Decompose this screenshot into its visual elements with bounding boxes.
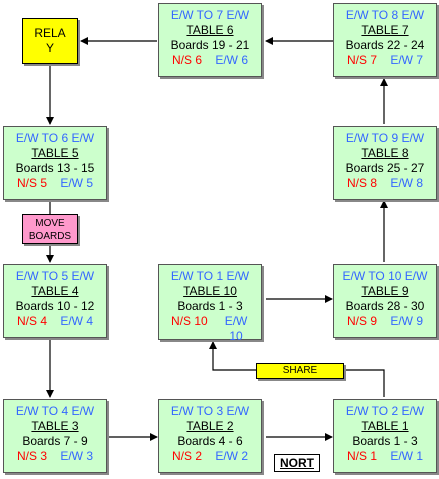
table-6-boards: Boards 19 - 21 bbox=[170, 38, 250, 52]
table-5-ew: E/W 5 bbox=[60, 176, 94, 190]
table-5-name: TABLE 5 bbox=[31, 146, 79, 160]
relay-box: RELA Y bbox=[22, 18, 78, 64]
share-box: SHARE bbox=[256, 363, 344, 379]
table-7-name: TABLE 7 bbox=[361, 23, 409, 37]
table-10-movement: E/W TO 1 E/W bbox=[170, 269, 250, 283]
table-3-box: E/W TO 4 E/W TABLE 3 Boards 7 - 9 N/S 3 … bbox=[3, 399, 107, 473]
table-3-ns: N/S 3 bbox=[16, 449, 47, 463]
table-5-ns: N/S 5 bbox=[16, 176, 47, 190]
share-label: SHARE bbox=[282, 365, 318, 376]
table-7-ns: N/S 7 bbox=[346, 53, 377, 67]
table-8-box: E/W TO 9 E/W TABLE 8 Boards 25 - 27 N/S … bbox=[333, 126, 437, 200]
table-9-box: E/W TO 10 E/W TABLE 9 Boards 28 - 30 N/S… bbox=[333, 264, 437, 338]
table-7-ew: E/W 7 bbox=[390, 53, 424, 67]
table-8-name: TABLE 8 bbox=[361, 146, 409, 160]
table-8-ew: E/W 8 bbox=[390, 176, 424, 190]
table-5-boards: Boards 13 - 15 bbox=[15, 161, 95, 175]
table-9-movement: E/W TO 10 E/W bbox=[342, 269, 428, 283]
table-3-ew: E/W 3 bbox=[60, 449, 94, 463]
table-4-box: E/W TO 5 E/W TABLE 4 Boards 10 - 12 N/S … bbox=[3, 264, 107, 338]
move-boards-box: MOVE BOARDS bbox=[22, 214, 78, 244]
table-10-box: E/W TO 1 E/W TABLE 10 Boards 1 - 3 N/S 1… bbox=[158, 264, 262, 343]
table-4-name: TABLE 4 bbox=[31, 284, 79, 298]
table-8-ns: N/S 8 bbox=[346, 176, 377, 190]
table-1-boards: Boards 1 - 3 bbox=[352, 434, 418, 448]
table-1-ns: N/S 1 bbox=[346, 449, 377, 463]
table-6-ew: E/W 6 bbox=[215, 53, 249, 67]
table-5-box: E/W TO 6 E/W TABLE 5 Boards 13 - 15 N/S … bbox=[3, 126, 107, 200]
table-9-boards: Boards 28 - 30 bbox=[345, 299, 425, 313]
table-7-box: E/W TO 8 E/W TABLE 7 Boards 22 - 24 N/S … bbox=[333, 3, 437, 77]
table-6-name: TABLE 6 bbox=[186, 23, 234, 37]
table-7-movement: E/W TO 8 E/W bbox=[345, 8, 425, 22]
north-box: NORT bbox=[274, 454, 320, 472]
table-4-boards: Boards 10 - 12 bbox=[15, 299, 95, 313]
table-3-boards: Boards 7 - 9 bbox=[22, 434, 88, 448]
table-2-movement: E/W TO 3 E/W bbox=[170, 404, 250, 418]
table-7-boards: Boards 22 - 24 bbox=[345, 38, 425, 52]
table-10-ns: N/S 10 bbox=[171, 314, 208, 328]
table-2-box: E/W TO 3 E/W TABLE 2 Boards 4 - 6 N/S 2 … bbox=[158, 399, 262, 473]
table-2-boards: Boards 4 - 6 bbox=[177, 434, 243, 448]
table-1-ew: E/W 1 bbox=[390, 449, 424, 463]
table-9-ns: N/S 9 bbox=[346, 314, 377, 328]
table-3-name: TABLE 3 bbox=[31, 419, 79, 433]
move-boards-label: MOVE BOARDS bbox=[28, 218, 72, 242]
table-4-ns: N/S 4 bbox=[16, 314, 47, 328]
table-10-boards: Boards 1 - 3 bbox=[177, 299, 243, 313]
table-6-movement: E/W TO 7 E/W bbox=[170, 8, 250, 22]
table-2-ew: E/W 2 bbox=[215, 449, 249, 463]
table-10-ew: E/W 10 bbox=[224, 314, 248, 343]
table-1-name: TABLE 1 bbox=[361, 419, 409, 433]
table-6-ns: N/S 6 bbox=[171, 53, 202, 67]
table-10-name: TABLE 10 bbox=[183, 284, 237, 298]
table-3-movement: E/W TO 4 E/W bbox=[15, 404, 95, 418]
table-9-name: TABLE 9 bbox=[361, 284, 409, 298]
table-8-movement: E/W TO 9 E/W bbox=[345, 131, 425, 145]
table-4-ew: E/W 4 bbox=[60, 314, 94, 328]
table-5-movement: E/W TO 6 E/W bbox=[15, 131, 95, 145]
table-9-ew: E/W 9 bbox=[390, 314, 424, 328]
table-2-name: TABLE 2 bbox=[186, 419, 234, 433]
relay-label: RELA Y bbox=[34, 26, 66, 55]
table-2-ns: N/S 2 bbox=[171, 449, 202, 463]
table-8-boards: Boards 25 - 27 bbox=[345, 161, 425, 175]
table-1-box: E/W TO 2 E/W TABLE 1 Boards 1 - 3 N/S 1 … bbox=[333, 399, 437, 473]
table-6-box: E/W TO 7 E/W TABLE 6 Boards 19 - 21 N/S … bbox=[158, 3, 262, 77]
table-1-movement: E/W TO 2 E/W bbox=[345, 404, 425, 418]
north-label: NORT bbox=[280, 456, 314, 470]
table-4-movement: E/W TO 5 E/W bbox=[15, 269, 95, 283]
